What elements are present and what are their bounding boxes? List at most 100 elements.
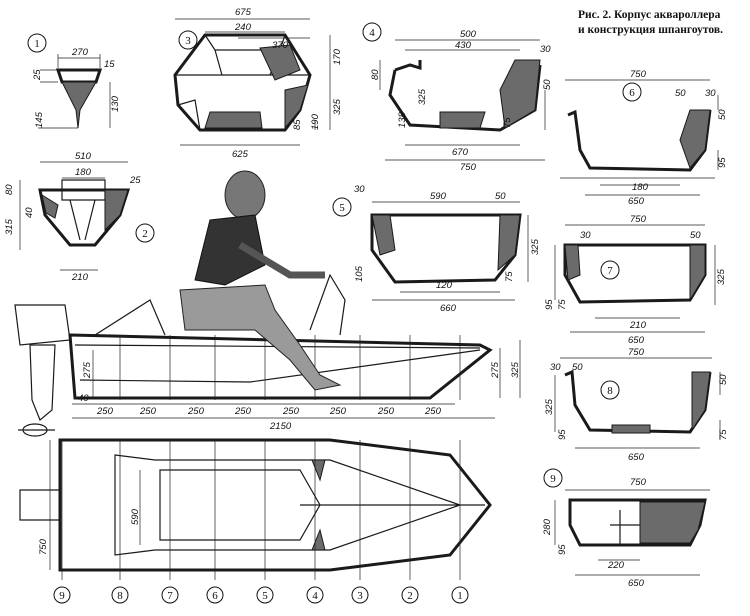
dimension-label: 30 bbox=[580, 230, 591, 241]
rider-figure bbox=[179, 170, 342, 391]
section-number: 2 bbox=[142, 228, 148, 240]
dimension-label: 250 bbox=[329, 406, 347, 417]
dimension-label: 750 bbox=[38, 538, 49, 555]
dimension-label: 275 bbox=[82, 361, 93, 379]
dimension-label: 325 bbox=[417, 88, 428, 105]
dimension-label: 750 bbox=[630, 214, 647, 225]
dimension-label: 250 bbox=[377, 406, 395, 417]
dimension-label: 750 bbox=[460, 162, 477, 173]
dimension-label: 15 bbox=[104, 59, 115, 70]
dimension-label: 210 bbox=[629, 320, 647, 331]
section-number: 1 bbox=[34, 38, 40, 50]
station-number: 1 bbox=[457, 590, 463, 602]
dimension-label: 145 bbox=[34, 111, 45, 128]
caption-line-2: и конструкция шпангоутов. bbox=[578, 24, 723, 36]
dimension-label: 75 bbox=[718, 429, 729, 440]
dimension-label: 325 bbox=[530, 238, 541, 255]
plan-view: 750 590 bbox=[19, 438, 492, 580]
dimension-label: 590 bbox=[130, 508, 141, 525]
dimension-label: 105 bbox=[354, 265, 365, 282]
section-5: 5 590 30 50 325 105 75 120 660 bbox=[332, 184, 541, 314]
dimension-label: 430 bbox=[455, 40, 472, 51]
dimension-label: 75 bbox=[504, 271, 515, 282]
dimension-label: 95 bbox=[557, 544, 568, 555]
dimension-label: 130 bbox=[110, 95, 121, 112]
dimension-label: 270 bbox=[71, 47, 89, 58]
dimension-label: 80 bbox=[4, 184, 15, 195]
section-number: 4 bbox=[369, 27, 375, 39]
station-number: 9 bbox=[59, 590, 65, 602]
section-number: 3 bbox=[185, 35, 191, 47]
dimension-label: 280 bbox=[542, 518, 553, 536]
dimension-label: 75 bbox=[557, 299, 568, 310]
dimension-label: 50 bbox=[717, 109, 728, 120]
dimension-label: 325 bbox=[716, 268, 727, 285]
dimension-label: 40 bbox=[78, 393, 89, 404]
outboard-motor bbox=[14, 304, 71, 346]
dimension-label: 590 bbox=[430, 191, 447, 202]
dimension-label: 250 bbox=[96, 406, 114, 417]
section-3: 3 675 240 370 170 325 85 190 625 bbox=[173, 7, 343, 160]
dimension-label: 250 bbox=[282, 406, 300, 417]
section-number: 9 bbox=[550, 473, 556, 485]
dimension-label: 325 bbox=[544, 398, 555, 415]
dimension-label: 650 bbox=[628, 196, 645, 207]
station-markers: 9 8 7 6 5 4 3 2 1 bbox=[53, 586, 469, 604]
dimension-label: 30 bbox=[354, 184, 365, 195]
section-9: 9 750 280 95 220 650 bbox=[542, 468, 710, 589]
section-number: 6 bbox=[629, 87, 635, 99]
dimension-label: 675 bbox=[235, 7, 252, 18]
dimension-label: 50 bbox=[542, 79, 553, 90]
station-number: 5 bbox=[262, 590, 268, 602]
station-number: 6 bbox=[212, 590, 218, 602]
dimension-label: 275 bbox=[490, 361, 501, 379]
section-number: 7 bbox=[607, 265, 613, 277]
station-number: 8 bbox=[117, 590, 123, 602]
dimension-label: 650 bbox=[628, 335, 645, 346]
dimension-label: 50 bbox=[718, 374, 729, 385]
station-number: 7 bbox=[167, 590, 173, 602]
dimension-label: 650 bbox=[628, 578, 645, 589]
total-length-label: 2150 bbox=[269, 421, 292, 432]
section-1: 1 270 15 25 130 145 bbox=[27, 33, 121, 129]
dimension-label: 240 bbox=[234, 22, 252, 33]
section-number: 5 bbox=[339, 202, 345, 214]
dimension-label: 30 bbox=[540, 44, 551, 55]
dimension-label: 180 bbox=[632, 182, 649, 193]
section-6: 6 750 50 30 50 95 180 650 bbox=[560, 69, 728, 207]
dimension-label: 80 bbox=[370, 69, 381, 80]
station-number: 2 bbox=[407, 590, 413, 602]
dimension-label: 30 bbox=[550, 362, 561, 373]
dimension-label: 250 bbox=[234, 406, 252, 417]
dimension-label: 750 bbox=[630, 477, 647, 488]
dimension-label: 250 bbox=[187, 406, 205, 417]
dimension-label: 180 bbox=[75, 167, 92, 178]
dimension-label: 120 bbox=[436, 280, 453, 291]
section-4: 4 500 430 30 80 50 325 138 75 670 750 bbox=[362, 22, 553, 173]
dimension-label: 315 bbox=[4, 218, 15, 235]
dimension-label: 95 bbox=[544, 299, 555, 310]
section-7: 7 750 30 50 325 95 75 210 650 bbox=[544, 214, 727, 346]
dimension-label: 625 bbox=[232, 149, 249, 160]
dimension-label: 50 bbox=[675, 88, 686, 99]
dimension-label: 85 bbox=[292, 119, 303, 130]
dimension-label: 170 bbox=[332, 48, 343, 65]
dimension-label: 25 bbox=[129, 175, 141, 186]
dimension-label: 750 bbox=[630, 69, 647, 80]
dimension-label: 95 bbox=[557, 429, 568, 440]
section-number: 8 bbox=[607, 385, 613, 397]
dimension-label: 510 bbox=[75, 151, 92, 162]
dimension-label: 50 bbox=[690, 230, 701, 241]
dimension-label: 670 bbox=[452, 147, 469, 158]
section-8: 8 750 30 50 50 325 95 75 650 bbox=[544, 347, 729, 463]
dimension-label: 750 bbox=[628, 347, 645, 358]
dimension-label: 30 bbox=[705, 88, 716, 99]
dimension-label: 660 bbox=[440, 303, 457, 314]
dimension-label: 40 bbox=[24, 207, 35, 218]
dimension-label: 138 bbox=[397, 111, 408, 128]
dimension-label: 75 bbox=[502, 117, 513, 128]
dimension-label: 50 bbox=[572, 362, 583, 373]
dimension-label: 210 bbox=[71, 272, 89, 283]
caption-line-1: Рис. 2. Корпус аквароллера bbox=[578, 9, 721, 21]
